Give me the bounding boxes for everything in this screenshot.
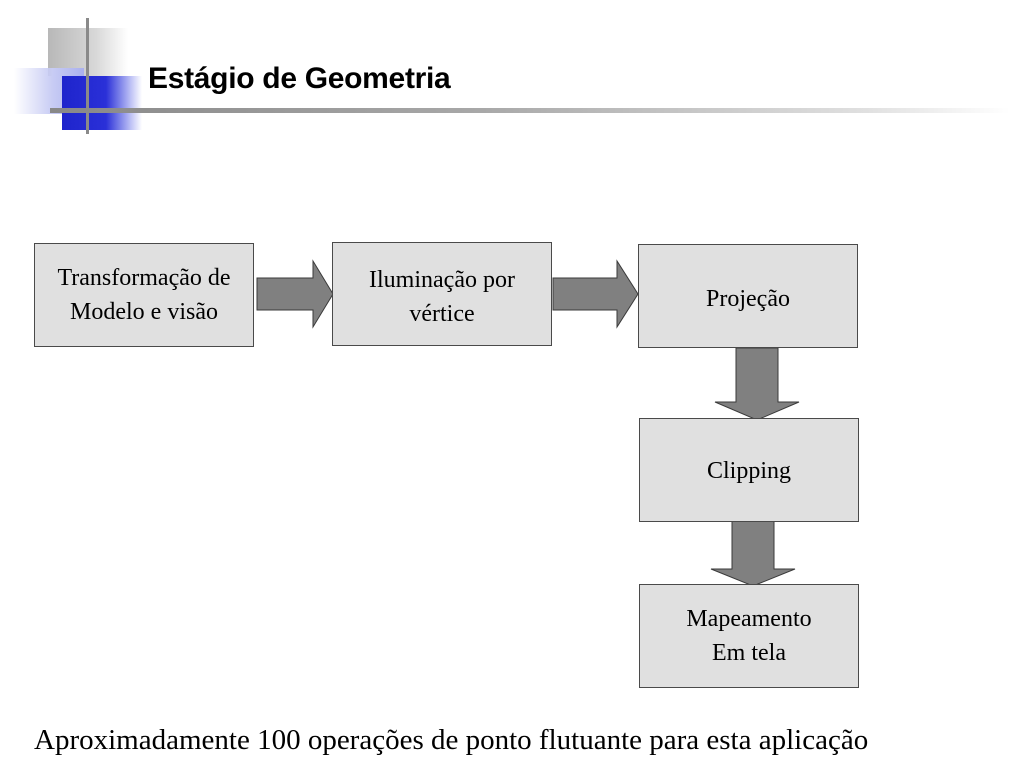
footnote-text: Aproximadamente 100 operações de ponto f…: [34, 724, 869, 756]
title-ornament-vertical-line: [86, 18, 89, 134]
arrow-clipping-to-mapping: [710, 513, 796, 587]
slide-title: Estágio de Geometria: [148, 62, 451, 95]
arrow-projection-to-clipping: [714, 347, 800, 421]
title-ornament-blue-square: [62, 76, 142, 130]
box-clipping: Clipping: [639, 418, 859, 522]
box-projection: Projeção: [638, 244, 858, 348]
box-vertex-lighting: Iluminação por vértice: [332, 242, 552, 346]
arrow-transform-to-lighting: [256, 259, 334, 329]
box-screen-mapping: Mapeamento Em tela: [639, 584, 859, 688]
box-model-view-transform: Transformação de Modelo e visão: [34, 243, 254, 347]
arrow-lighting-to-projection: [552, 259, 639, 329]
title-underline: [50, 108, 1010, 113]
